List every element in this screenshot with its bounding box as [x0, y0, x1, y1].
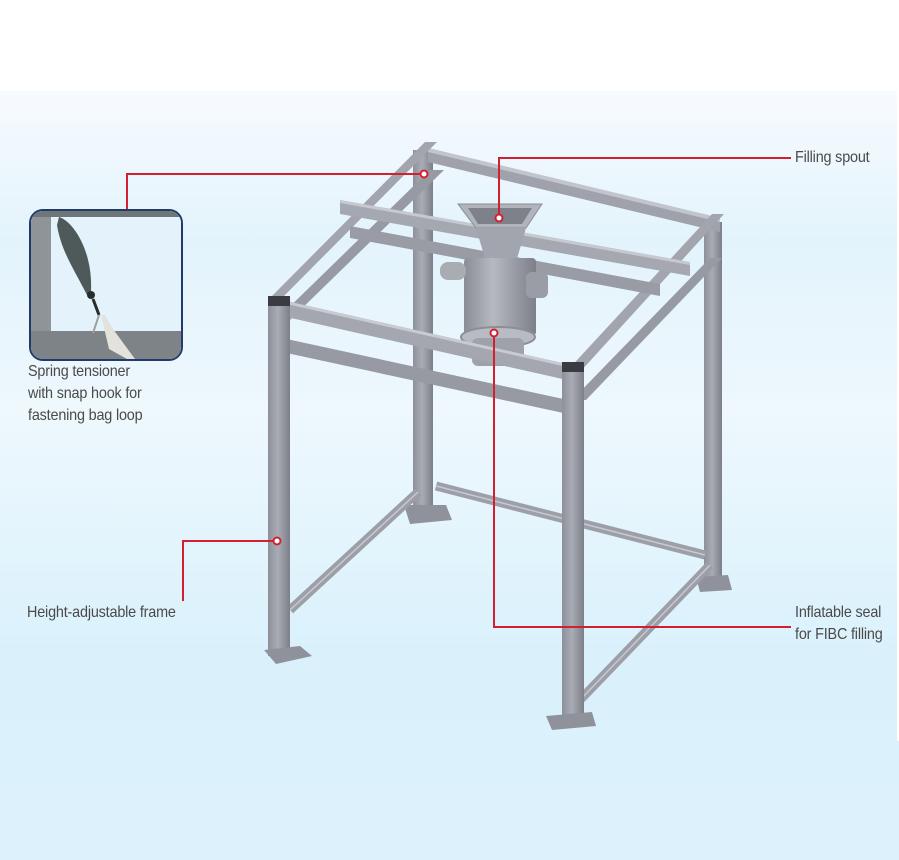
front-post-right: [546, 362, 596, 730]
spring-tensioner-line-3: fastening bag loop: [28, 407, 143, 424]
front-post-left: [264, 296, 312, 664]
callout-label-spring-tensioner: Spring tensioner with snap hook for fast…: [28, 361, 143, 427]
back-post-right: [696, 222, 732, 592]
callout-label-height-adjustable-frame: Height-adjustable frame: [27, 604, 176, 621]
callout-line-filling-spout: [498, 157, 791, 218]
callout-line-spring-tensioner: [126, 173, 423, 212]
front-beams: [282, 300, 576, 414]
callout-line-height-adjustable-frame: [182, 540, 277, 601]
callout-anchor-dots: [272, 169, 504, 546]
bottom-braces: [286, 481, 714, 704]
callout-line-inflatable-seal: [493, 333, 791, 628]
spring-tensioner-photo-art: [31, 211, 181, 359]
spring-tensioner-line-2: with snap hook for: [28, 385, 142, 402]
callout-label-inflatable-seal: Inflatable seal for FIBC filling: [795, 602, 883, 646]
inflatable-seal-line-2: for FIBC filling: [795, 626, 883, 643]
callout-label-filling-spout: Filling spout: [795, 149, 870, 166]
page-edge: [897, 91, 899, 741]
spring-tensioner-photo: [29, 209, 183, 361]
spring-tensioner-line-1: Spring tensioner: [28, 363, 130, 380]
inflatable-seal-line-1: Inflatable seal: [795, 604, 882, 621]
callout-lines: [126, 157, 791, 628]
